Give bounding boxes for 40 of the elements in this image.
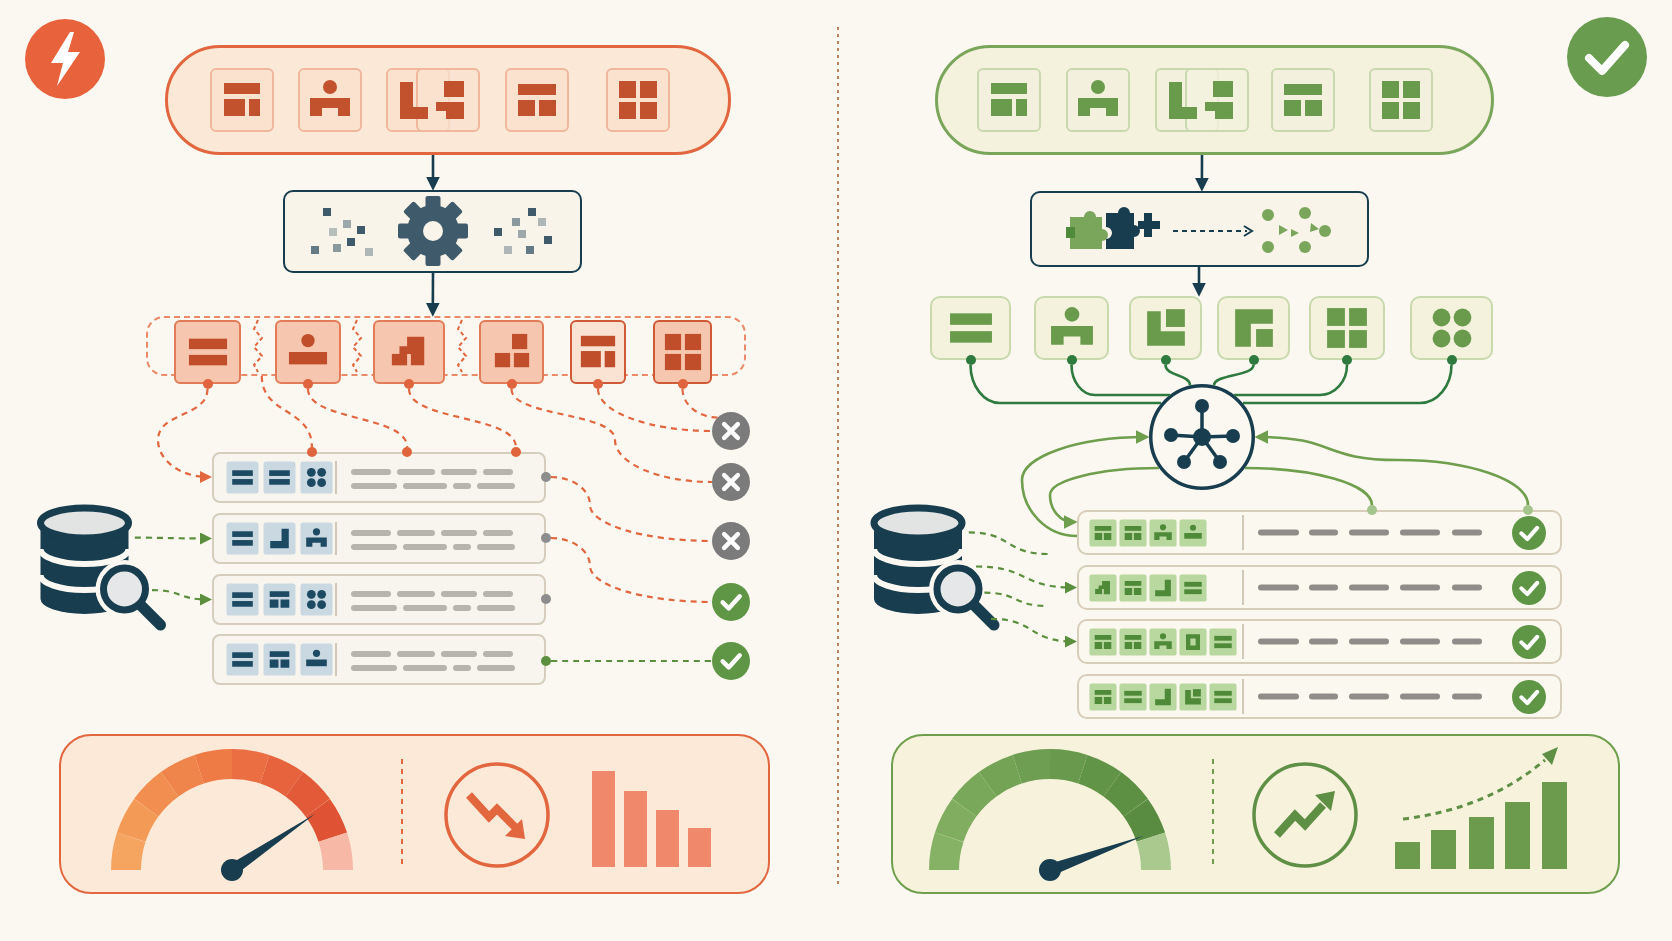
- cross-icon: [712, 463, 750, 501]
- record-row: [1077, 619, 1562, 664]
- connector-line: [1244, 466, 1374, 506]
- record-row: [1077, 674, 1562, 719]
- connector-line: [1164, 364, 1192, 386]
- metrics-panel: [59, 734, 770, 894]
- metrics-panel: [891, 734, 1620, 894]
- check-icon: [712, 583, 750, 621]
- connector-line: [407, 388, 517, 448]
- connector-line: [681, 388, 718, 419]
- cross-icon: [712, 412, 750, 450]
- arrow: [1048, 466, 1160, 529]
- arrow: [1192, 267, 1206, 297]
- connector-line: [1212, 364, 1255, 386]
- arrow: [1254, 430, 1530, 506]
- arrow: [1020, 430, 1150, 538]
- connector-line: [510, 388, 713, 484]
- process-box: [1030, 191, 1369, 267]
- connector-line: [260, 375, 313, 448]
- network-icon: [1149, 384, 1255, 490]
- process-box: [283, 190, 582, 273]
- arrow: [990, 617, 1077, 648]
- connector-line: [306, 388, 409, 448]
- connector-line: [1234, 364, 1349, 397]
- arrow: [426, 155, 440, 191]
- arrow: [425, 273, 440, 317]
- connector-line: [968, 531, 1049, 556]
- arrow: [975, 565, 1077, 594]
- record-row: [1077, 565, 1562, 610]
- cross-icon: [712, 522, 750, 560]
- arrow: [1194, 155, 1209, 192]
- connector-line: [1070, 364, 1170, 397]
- check-icon: [712, 642, 750, 680]
- arrow: [156, 388, 212, 483]
- arrow: [151, 589, 212, 606]
- arrow: [134, 532, 212, 545]
- connector-line: [596, 388, 713, 433]
- connector-line: [1243, 364, 1453, 405]
- connector-line: [551, 659, 712, 663]
- connector-line: [969, 364, 1161, 405]
